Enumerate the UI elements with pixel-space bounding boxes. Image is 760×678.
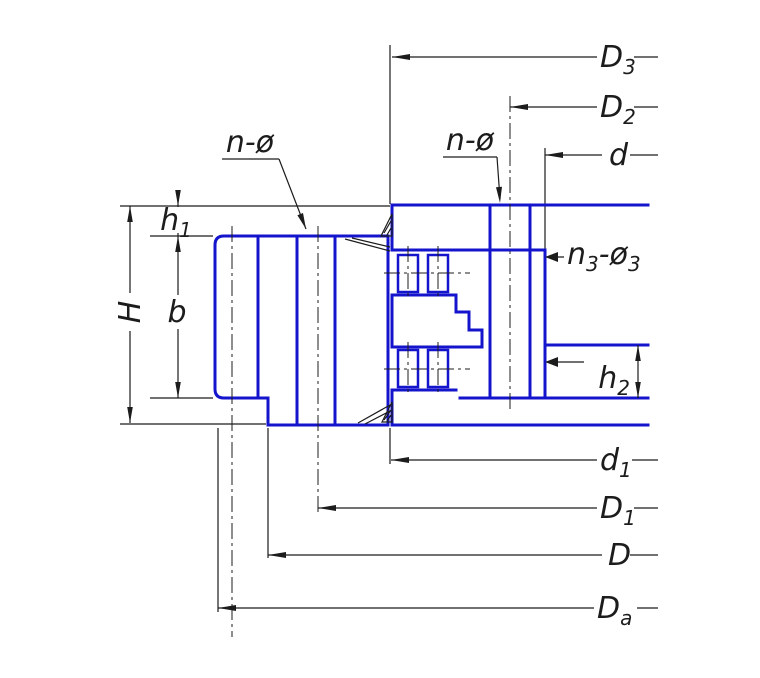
arrowhead-icon	[545, 152, 563, 158]
arrowhead-icon	[635, 345, 641, 361]
seal-triangle-top	[380, 213, 393, 237]
leader-n-phi-outer: n-ø	[443, 123, 502, 203]
leader-n3-phi3: n3-ø3	[545, 237, 641, 367]
arrowhead-icon	[496, 186, 502, 203]
label-n3-phi3: n3-ø3	[567, 237, 641, 276]
label-mask	[161, 207, 193, 233]
arrowhead-icon	[218, 605, 236, 611]
dim-label-D3: D3	[600, 40, 636, 79]
label-n-phi-inner: n-ø	[226, 125, 275, 160]
dim-label-Da: Da	[597, 591, 632, 630]
dim-vertical-left: h1 b H	[113, 190, 193, 423]
leader-line	[558, 256, 584, 363]
dim-d: d	[545, 138, 658, 173]
arrowhead-icon	[318, 505, 336, 511]
dim-label-H: H	[113, 301, 148, 324]
arrowhead-icon	[175, 236, 181, 252]
arrowhead-icon	[392, 54, 410, 60]
inner-ring-outline	[213, 234, 390, 427]
arrowhead-icon	[127, 407, 133, 423]
arrowhead-icon	[545, 252, 558, 262]
dim-label-D: D	[608, 538, 631, 573]
label-mask	[165, 295, 191, 329]
dim-label-D2: D2	[600, 90, 636, 129]
dim-D3: D3	[392, 40, 658, 79]
arrowhead-icon	[297, 213, 306, 229]
arrowhead-icon	[545, 357, 558, 367]
leader-n-phi-inner: n-ø	[222, 125, 307, 230]
dim-D2: D2	[510, 90, 658, 129]
dim-label-d1: d1	[600, 443, 632, 482]
dim-d1: d1	[391, 443, 658, 482]
arrowhead-icon	[268, 552, 286, 558]
label-mask	[115, 293, 145, 331]
arrowhead-icon	[510, 104, 528, 110]
seal-hatch-details	[344, 213, 393, 425]
dim-Da: Da	[218, 591, 658, 630]
extension-lines	[120, 45, 546, 612]
arrowhead-icon	[127, 206, 133, 222]
dim-label-b: b	[167, 295, 186, 330]
arrowhead-icon	[391, 457, 409, 463]
seal-hatch-lines	[344, 220, 392, 425]
dim-label-d: d	[609, 138, 629, 173]
arrowhead-icon	[635, 382, 641, 398]
centerlines	[231, 96, 511, 637]
dim-label-h2: h2	[598, 361, 630, 400]
dim-label-D1: D1	[600, 491, 636, 530]
arrowhead-icon	[175, 190, 181, 206]
arrowhead-icon	[175, 382, 181, 398]
dim-D1: D1	[318, 491, 658, 530]
dim-h2: h2	[598, 345, 641, 400]
dim-D: D	[268, 538, 658, 573]
label-n-phi-outer: n-ø	[446, 123, 495, 158]
dim-label-h1: h1	[160, 203, 192, 242]
